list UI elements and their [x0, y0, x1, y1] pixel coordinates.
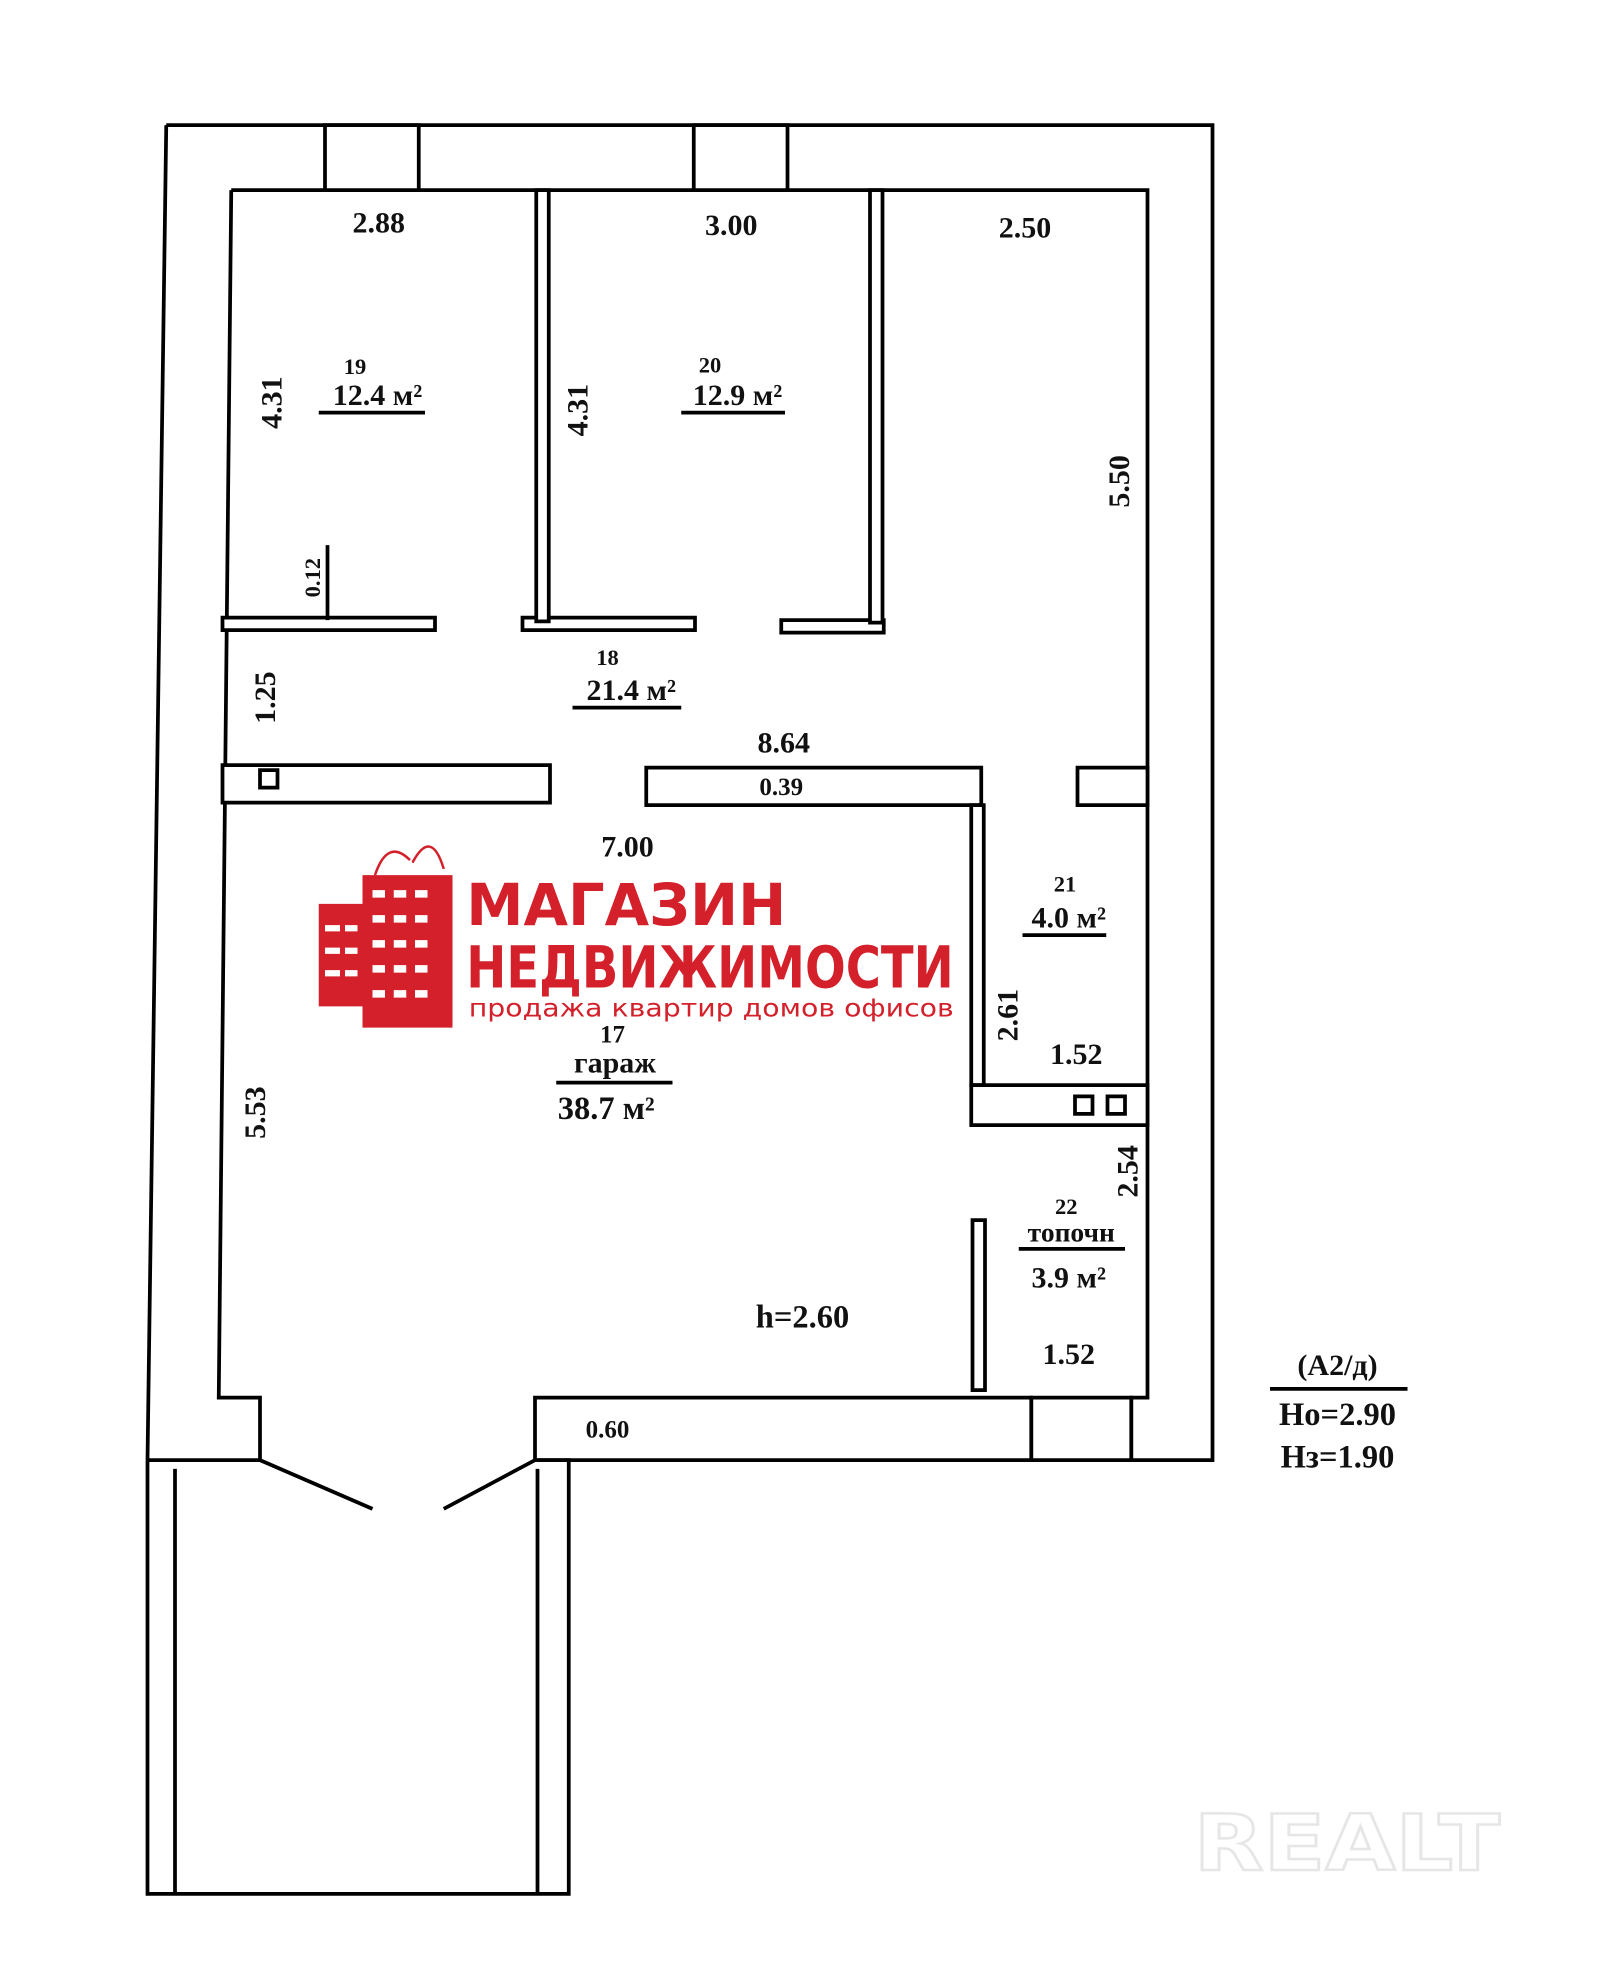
partition-wall: [970, 1218, 987, 1392]
legend-code: (А2/д): [1297, 1349, 1377, 1382]
room-19-label: 19 12.4 м²: [318, 354, 425, 415]
logo-tagline: продажа квартир домов офисов: [469, 993, 954, 1022]
inner-wall: [147, 188, 1150, 1462]
room-21-label: 21 4.0 м²: [1022, 871, 1107, 937]
logo-line1: МАГАЗИН: [466, 872, 786, 939]
window: [1029, 1395, 1134, 1462]
room-area: 4.0 м²: [1032, 902, 1106, 935]
room-name: гараж: [574, 1047, 656, 1080]
dim-room19-depth: 4.31: [255, 376, 288, 429]
dim-right-width: 2.50: [999, 212, 1052, 245]
logo-line2: НЕДВИЖИМОСТИ: [466, 935, 954, 1002]
room-area: 12.9 м²: [693, 379, 782, 412]
vent-icon: [1073, 1094, 1095, 1116]
porch-outline: [145, 1458, 571, 1896]
agency-logo: МАГАЗИН НЕДВИЖИМОСТИ продажа квартир дом…: [318, 845, 954, 1028]
dim-wall-thickness: 0.39: [759, 774, 803, 801]
window: [691, 123, 790, 193]
vent-icon: [1105, 1094, 1127, 1116]
room-area: 12.4 м²: [333, 379, 422, 412]
ceiling-height: h=2.60: [756, 1300, 849, 1336]
partition-wall: [969, 803, 986, 1087]
dim-room21-width: 1.52: [1050, 1038, 1103, 1071]
partition-wall: [779, 618, 886, 635]
room-20-label: 20 12.9 м²: [681, 353, 785, 415]
partition-wall: [868, 188, 885, 625]
door-leaf: [442, 1458, 536, 1511]
dim-corridor-length: 8.64: [758, 727, 811, 760]
outer-wall: [145, 123, 1215, 1462]
vent-icon: [258, 768, 280, 790]
room-area: 38.7 м²: [558, 1091, 655, 1127]
dim-garage-width: 7.00: [601, 830, 654, 863]
door-leaf: [259, 1458, 374, 1511]
room-name: топочн: [1028, 1216, 1115, 1247]
legend-ho: Но=2.90: [1279, 1397, 1396, 1433]
room-area: 21.4 м²: [587, 674, 676, 707]
dim-room21-depth: 2.61: [992, 989, 1025, 1042]
legend-hz: Нз=1.90: [1281, 1440, 1395, 1476]
building-bags-icon: [318, 845, 453, 1028]
dim-garage-depth: 5.53: [239, 1086, 272, 1139]
room-18-label: 18 21.4 м²: [572, 645, 682, 710]
partition-wall: [534, 188, 551, 624]
room-number: 21: [1054, 871, 1077, 896]
room-22-label: 22 топочн 3.9 м²: [1018, 1194, 1125, 1295]
room-number: 19: [344, 354, 367, 379]
dim-corridor-depth: 1.25: [249, 671, 282, 724]
dim-room20-width: 3.00: [705, 209, 758, 242]
room-17-label: 17 гараж 38.7 м²: [556, 1022, 673, 1127]
dim-room22-width: 1.52: [1043, 1338, 1096, 1371]
room-number: 18: [596, 645, 619, 670]
bearing-wall: [533, 1395, 1034, 1462]
dim-bottom-wall: 0.60: [586, 1417, 630, 1444]
bearing-wall: [644, 765, 984, 807]
bearing-wall: [1075, 765, 1150, 807]
window: [323, 123, 421, 193]
dim-room22-depth: 2.54: [1112, 1145, 1145, 1198]
dim-room20-depth: 4.31: [562, 384, 595, 437]
height-legend: (А2/д) Но=2.90 Нз=1.90: [1270, 1349, 1408, 1476]
dim-right-depth: 5.50: [1103, 455, 1136, 508]
room-number: 17: [600, 1022, 625, 1049]
room-number: 20: [699, 353, 722, 378]
realt-watermark: REALT: [1194, 1799, 1500, 1889]
dim-room19-width: 2.88: [353, 207, 406, 240]
room-number: 22: [1055, 1194, 1078, 1219]
partition-wall: [520, 615, 697, 632]
room-area: 3.9 м²: [1032, 1262, 1106, 1295]
dim-partition: 0.12: [300, 558, 325, 597]
